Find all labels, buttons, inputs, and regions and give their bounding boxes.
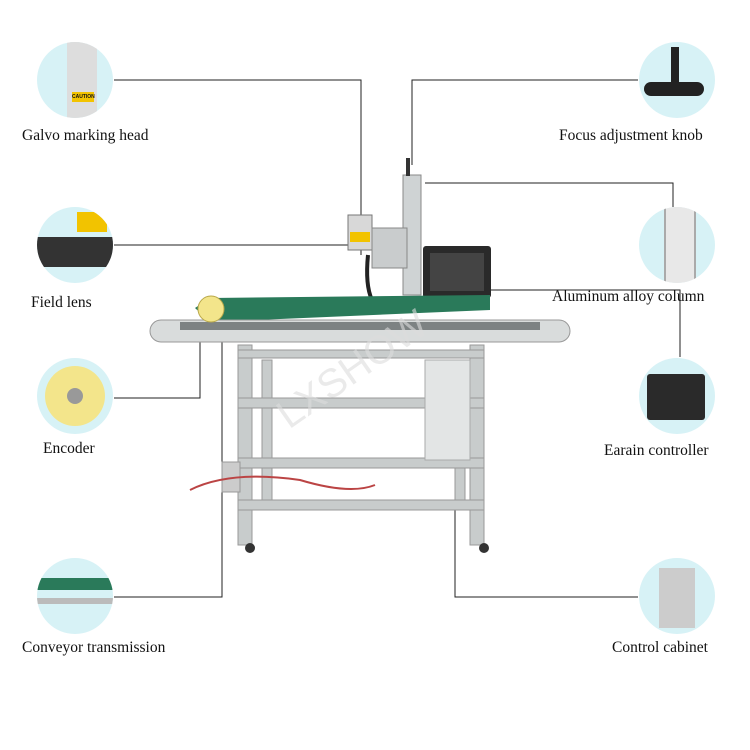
label-aluminum-alloy-column: Aluminum alloy column xyxy=(552,288,705,305)
galvo-mount xyxy=(371,227,408,269)
label-focus-adjustment-knob: Focus adjustment knob xyxy=(559,127,703,144)
galvo-head-photo: CAUTION xyxy=(37,42,113,118)
leader-lines xyxy=(114,79,681,598)
fiber-cable xyxy=(365,254,374,301)
label-control-cabinet: Control cabinet xyxy=(612,639,708,656)
leader-galvo xyxy=(114,79,362,255)
leader-focus xyxy=(411,79,638,165)
leader-conveyor xyxy=(114,330,223,598)
label-galvo-marking-head: Galvo marking head xyxy=(22,127,149,144)
encoder-photo xyxy=(37,358,113,434)
leader-encoder xyxy=(114,340,201,399)
column-photo xyxy=(639,207,715,283)
caution-label: CAUTION xyxy=(72,92,95,102)
conveyor-photo xyxy=(37,558,113,634)
caution-text: CAUTION xyxy=(72,94,95,100)
label-field-lens: Field lens xyxy=(31,294,92,311)
caution-sticker xyxy=(350,232,370,242)
leader-controller xyxy=(485,289,681,357)
label-earain-controller: Earain controller xyxy=(604,442,709,459)
encoder-wheel xyxy=(197,295,225,323)
label-encoder: Encoder xyxy=(43,440,95,457)
control-cabinet xyxy=(424,359,471,461)
controller-photo xyxy=(639,358,715,434)
focus-knob xyxy=(406,158,410,176)
leader-column xyxy=(425,182,674,207)
cabinet-photo xyxy=(639,558,715,634)
label-conveyor-transmission: Conveyor transmission xyxy=(22,639,166,656)
field-lens-photo xyxy=(37,207,113,283)
conveyor-guide xyxy=(195,295,490,322)
support-frame xyxy=(237,344,485,546)
focus-knob-photo xyxy=(639,42,715,118)
